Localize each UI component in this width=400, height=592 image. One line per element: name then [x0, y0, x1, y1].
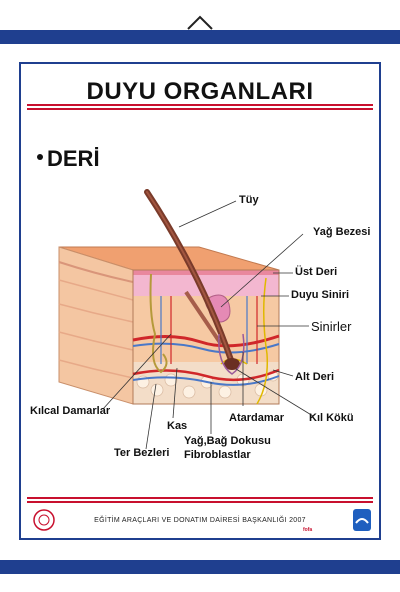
nerve-fibers: [256, 277, 269, 405]
footer-rule: [27, 497, 373, 499]
publisher-mark: fofa: [303, 527, 313, 533]
poster-panel: DUYU ORGANLARI DERİ: [19, 62, 381, 540]
page-title: DUYU ORGANLARI: [86, 78, 314, 105]
label-dermis: Alt Deri: [295, 371, 335, 383]
label-sebaceous-gland: Yağ Bezesi: [313, 226, 371, 238]
bottom-rod: [0, 560, 400, 574]
label-nerves: Sinirler: [311, 319, 352, 334]
label-artery: Atardamar: [229, 412, 285, 424]
skin-diagram: [58, 189, 314, 450]
hanger-hook-icon: [187, 15, 213, 30]
emblem-logo-icon: [353, 509, 371, 531]
leader-lines: [102, 200, 314, 450]
section-heading: DERİ: [37, 146, 100, 172]
label-fat-tissue: Yağ,Bağ Dokusu: [184, 435, 271, 447]
arrector-muscle: [184, 290, 223, 346]
label-sweat-glands: Ter Bezleri: [114, 447, 170, 459]
ministry-logo-icon: [33, 509, 55, 531]
section-heading-text: DERİ: [47, 146, 100, 171]
top-rod: [0, 30, 400, 44]
label-hair: Tüy: [239, 194, 259, 206]
title-underline-2: [27, 108, 373, 110]
title-underline: [27, 104, 373, 106]
sweat-gland: [149, 273, 168, 374]
footer-text: EĞİTİM ARAÇLARI VE DONATIM DAİRESİ BAŞKA…: [94, 517, 306, 524]
vein-vessel: [132, 342, 280, 354]
label-muscle: Kas: [167, 420, 188, 432]
label-capillaries: Kılcal Damarlar: [30, 405, 111, 417]
label-hair-root: Kıl Kökü: [309, 412, 354, 424]
footer-rule-2: [27, 501, 373, 503]
fat-cells: [136, 370, 279, 399]
label-epidermis: Üst Deri: [295, 266, 338, 278]
label-fibroblasts: Fibroblastlar: [184, 449, 251, 461]
hair-root: [224, 358, 240, 370]
bullet-icon: [37, 154, 43, 161]
label-sensory-nerve: Duyu Siniri: [291, 289, 350, 301]
skin-side-face: [58, 246, 134, 405]
